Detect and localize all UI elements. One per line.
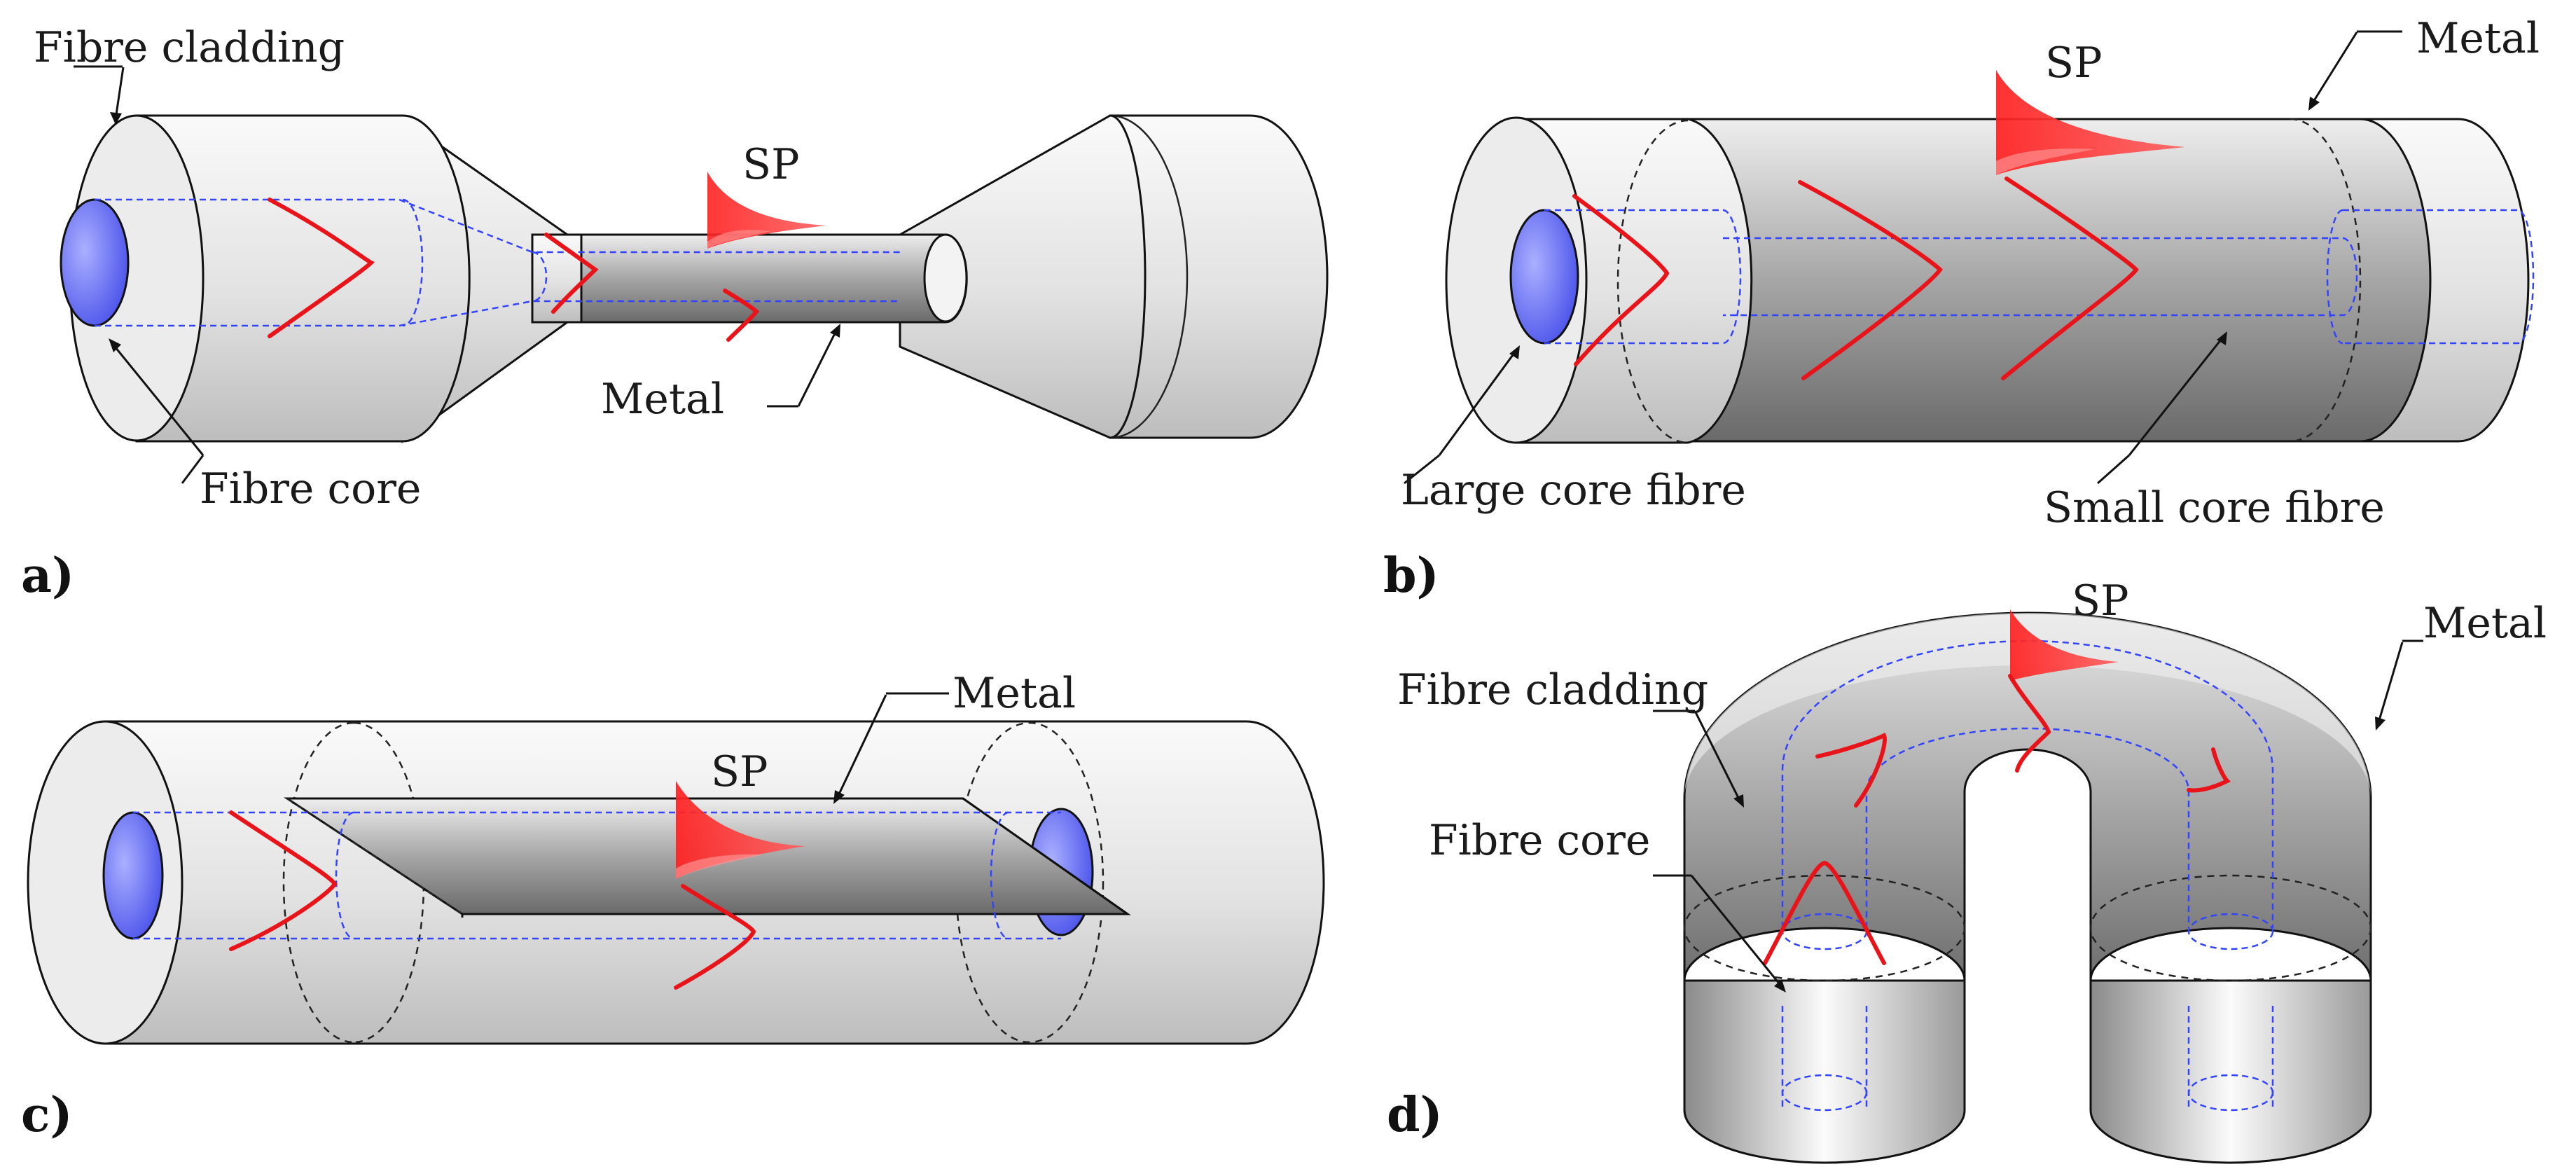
panel-a: Fibre cladding Fibre core Metal SP a) bbox=[21, 23, 1329, 604]
small-core-fibre-label: Small core fibre bbox=[2044, 483, 2385, 532]
sp-label: SP bbox=[711, 747, 768, 796]
panel-d-letter: d) bbox=[1387, 1087, 1443, 1143]
fibre-cladding-label: Fibre cladding bbox=[1397, 665, 1708, 714]
fibre-core-label: Fibre core bbox=[200, 464, 421, 513]
metal-label: Metal bbox=[953, 669, 1076, 718]
panel-b-letter: b) bbox=[1383, 548, 1439, 604]
panel-a-letter: a) bbox=[21, 548, 74, 604]
fibre-cladding-label: Fibre cladding bbox=[34, 23, 345, 72]
metal-label: Metal bbox=[2416, 14, 2540, 63]
metal-label: Metal bbox=[2423, 599, 2547, 648]
panel-c: Metal SP c) bbox=[21, 669, 1325, 1143]
panel-b: Metal SP Large core fibre Small core fib… bbox=[1383, 14, 2540, 604]
large-core-fibre-label: Large core fibre bbox=[1401, 466, 1746, 515]
sp-label: SP bbox=[2072, 576, 2128, 625]
sp-label: SP bbox=[742, 140, 799, 189]
sp-label: SP bbox=[2045, 39, 2102, 88]
panel-c-letter: c) bbox=[21, 1087, 73, 1143]
fibre-core-label: Fibre core bbox=[1429, 816, 1650, 865]
panel-d: Metal SP Fibre cladding Fibre core d) bbox=[1387, 576, 2547, 1164]
metal-label: Metal bbox=[601, 375, 724, 424]
